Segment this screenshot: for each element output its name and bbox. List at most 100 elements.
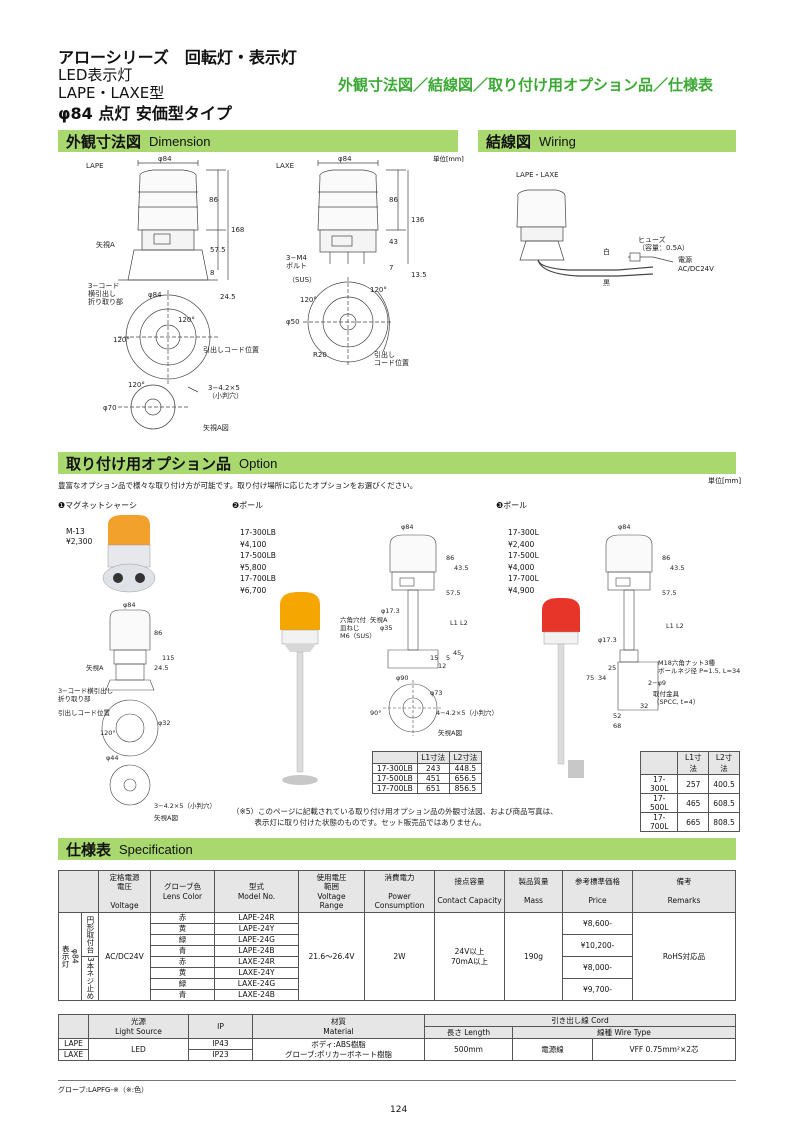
lape-a120b: 120° xyxy=(178,316,195,324)
wiring-white: 白 xyxy=(603,247,610,256)
opt1-model: M-13 xyxy=(66,527,85,536)
laxe-cordpos: 引出しコード位置 xyxy=(374,350,409,367)
lape-d70: φ70 xyxy=(103,404,117,412)
d2-viewA: 矢視A図 xyxy=(438,728,462,737)
laxe-label: LAXE xyxy=(276,162,294,170)
opt3-price-2: ¥4,000 xyxy=(508,562,535,572)
footnote: グローブ:LAPFG-※（※:色） xyxy=(58,1086,149,1094)
col-color: グローブ色 Lens Color xyxy=(162,882,203,901)
laxe-a120b: 120° xyxy=(370,286,387,294)
t2-mat: 材質 Material xyxy=(252,1014,425,1039)
spec-price-2: ¥10,200- xyxy=(562,934,633,957)
spec-power: 2W xyxy=(364,912,435,1001)
m13-a120: 120° xyxy=(100,729,116,737)
t2-ip: IP xyxy=(188,1014,253,1039)
wiring-drawing: LAPE・LAXE ヒューズ（容量：0.5A） 白 黒 電源 AC/DC24V xyxy=(516,171,714,287)
spec-table-2: 光源 Light Source IP 材質 Material 引き出し線 Cor… xyxy=(58,1014,736,1061)
d2-n45: 45 xyxy=(453,649,461,657)
option-unit: 単位[mm] xyxy=(708,477,742,485)
dimension-unit: 単位[mm] xyxy=(433,154,464,163)
page-number: 124 xyxy=(390,1105,408,1115)
wiring-band: 結線図 Wiring xyxy=(478,130,736,152)
spec-price-4: ¥9,700- xyxy=(562,978,633,1001)
opt2-model-2: 17-500LB xyxy=(240,551,276,560)
col-range-en: Voltage Range xyxy=(317,891,346,910)
col-voltage-jp: 定格電源 電圧 xyxy=(109,872,140,892)
col-voltage-en: Voltage xyxy=(110,900,139,910)
spec-sub1: 円形取付台 xyxy=(81,912,99,957)
spec-mass: 190g xyxy=(504,912,563,1001)
opt2-model-1: 17-300LB xyxy=(240,528,276,537)
d3-nut: M18六角ナット3種ボールネジ径 P=1.5, L=34 xyxy=(658,658,740,675)
opt3-model-2: 17-500L xyxy=(508,551,539,560)
opt2-price-3: ¥6,700 xyxy=(240,585,267,595)
col-contact-jp: 接点容量 xyxy=(454,877,485,887)
opt2-list: 17-300LB ¥4,100 17-500LB ¥5,800 17-700LB… xyxy=(240,527,276,596)
laxe-h86: 86 xyxy=(389,196,398,204)
d3-h86: 86 xyxy=(662,554,670,562)
option-title: 取り付け用オプション品 xyxy=(66,454,232,473)
laxe-h43: 43 xyxy=(389,238,398,246)
wiring-acdc: AC/DC24V xyxy=(678,265,714,273)
laxe-d84: φ84 xyxy=(338,155,352,163)
col-contact-en: Contact Capacity xyxy=(437,896,502,906)
opt3-model-1: 17-300L xyxy=(508,528,539,537)
option-band: 取り付け用オプション品 Option xyxy=(58,452,736,474)
lape-view: 矢視A xyxy=(96,240,115,249)
product-line: LED表示灯 xyxy=(58,66,133,84)
m13-holes: 3−4.2×5（小判穴） xyxy=(154,801,216,810)
option-title-en: Option xyxy=(239,455,278,471)
d3-n32: 32 xyxy=(640,702,648,710)
d3-bracket: 取付金具（SPCC, t=4） xyxy=(653,689,699,706)
d2-h575: 57.5 xyxy=(446,589,460,597)
col-remarks-en: Remarks xyxy=(667,896,701,906)
opt3-list: 17-300L ¥2,400 17-500L ¥4,000 17-700L ¥4… xyxy=(508,527,539,596)
spec-contact: 24V以上 70mA以上 xyxy=(434,912,505,1001)
pole-lb-photo xyxy=(280,592,320,785)
d2-d173: φ17.3 xyxy=(381,607,400,615)
col-remarks-jp: 備考 xyxy=(676,877,692,887)
spec-price-1: ¥8,600- xyxy=(562,912,633,935)
d2-n5: 5 xyxy=(446,654,450,662)
d2-holes: 4−4.2×5（小判穴） xyxy=(436,708,498,717)
lape-a120a: 120° xyxy=(113,336,130,344)
t2-wtype: 電源線 xyxy=(512,1038,593,1061)
section-index: 外観寸法図／結線図／取り付け用オプション品／仕様表 xyxy=(338,76,714,94)
laxe-sus: （SUS） xyxy=(288,276,316,284)
m13-view: 矢視A xyxy=(86,663,104,672)
pole-l-photo xyxy=(542,598,584,778)
d3-n68: 68 xyxy=(613,722,621,730)
laxe-h7: 7 xyxy=(389,264,393,272)
laxe-h136: 136 xyxy=(411,216,425,224)
d3-n34: 34 xyxy=(598,674,606,682)
lape-viewA: 矢視A図 xyxy=(203,423,229,432)
wiring-black: 黒 xyxy=(603,279,610,287)
lape-h168: 168 xyxy=(231,226,244,234)
col-power-jp: 消費電力 xyxy=(384,872,415,882)
d2-view: 矢視A xyxy=(370,615,388,624)
laxe-r20: R20 xyxy=(313,351,327,359)
wiring-model: LAPE・LAXE xyxy=(516,171,559,179)
d2-n12: 12 xyxy=(438,662,446,670)
t2-light: 光源 Light Source xyxy=(88,1014,189,1039)
d2-h86: 86 xyxy=(446,554,454,562)
opt2-title: ❷ポール xyxy=(232,501,264,510)
magnet-chassis-photo xyxy=(102,515,156,593)
t2-cord: 引き出し線 Cord xyxy=(424,1014,736,1027)
wiring-fuse: ヒューズ（容量：0.5A） xyxy=(638,235,689,252)
lape-d84: φ84 xyxy=(158,155,172,163)
lape-h86: 86 xyxy=(209,196,218,204)
opt2-model-3: 17-700LB xyxy=(240,574,276,583)
option-note: （※5）このページに記載されている取り付け用オプション品の外観寸法図、および商品… xyxy=(232,807,558,827)
m13-d84: φ84 xyxy=(123,601,136,609)
opt3-model-3: 17-700L xyxy=(508,574,539,583)
series-title: アローシリーズ 回転灯・表示灯 xyxy=(58,48,297,67)
opt2-price-1: ¥4,100 xyxy=(240,539,267,549)
m13-h86: 86 xyxy=(154,629,162,637)
option-intro: 豊富なオプション品で様々な取り付け方が可能です。取り付け場所に応じたオプションを… xyxy=(58,481,418,490)
lape-a120c: 120° xyxy=(128,381,145,389)
d2-l1: L1 xyxy=(450,619,458,627)
d2-n7: 7 xyxy=(460,654,464,662)
